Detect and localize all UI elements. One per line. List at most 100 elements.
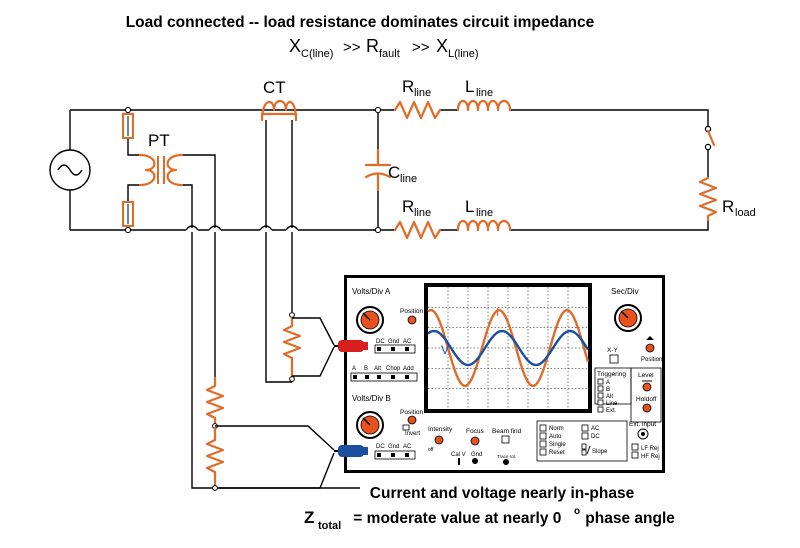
sec-div-knob[interactable] xyxy=(614,304,642,332)
pt-fuse-top xyxy=(122,113,134,139)
xy-button[interactable] xyxy=(609,354,619,364)
position-a-label: Position xyxy=(400,308,424,315)
gnd-terminal[interactable] xyxy=(472,458,478,464)
holdoff-knob[interactable] xyxy=(642,403,652,413)
r-load-label: R xyxy=(722,197,734,216)
relation-x1: X xyxy=(289,36,301,56)
impedance-relation: X C(line) >> R fault >> X L(line) xyxy=(289,36,479,60)
trace-v-label: V xyxy=(441,343,449,357)
focus-knob[interactable] xyxy=(470,436,480,446)
sweep-mode-buttons[interactable] xyxy=(539,424,547,456)
ct-shunt-resistor xyxy=(282,312,335,382)
trace-i-label: I xyxy=(496,305,499,319)
ac-source xyxy=(49,149,91,191)
invert-button[interactable] xyxy=(402,424,410,431)
focus-label: Focus xyxy=(466,428,484,435)
main-wiring xyxy=(69,109,709,489)
off-label: off xyxy=(428,447,434,453)
lf-rej-label: LF Rej xyxy=(641,446,659,452)
r-load xyxy=(698,176,718,222)
beam-find-button[interactable] xyxy=(501,435,510,444)
volts-div-a-label: Volts/Div A xyxy=(352,287,391,296)
vertical-mode-switch[interactable] xyxy=(350,372,418,382)
level-knob[interactable] xyxy=(642,380,652,392)
oscilloscope: I V Volts/Div A Position DC Gnd AC A B A… xyxy=(334,275,665,473)
xy-label: X-Y xyxy=(607,347,619,354)
relation-r: R xyxy=(366,36,379,56)
caption-z-sub: total xyxy=(318,520,341,532)
norm-label: Norm xyxy=(549,426,564,432)
auto-label: Auto xyxy=(549,434,562,440)
coupling-a-ac: AC xyxy=(403,339,412,345)
caption-text-a: = moderate value at nearly 0 xyxy=(349,510,561,527)
ext-input-jack[interactable] xyxy=(637,428,649,440)
trigger-coupling-buttons[interactable] xyxy=(581,424,589,440)
coupling-b-dc: DC xyxy=(376,444,385,450)
l-line-top xyxy=(456,99,512,112)
beam-find-label: Beam find xyxy=(492,428,522,435)
l-line-bottom xyxy=(456,219,512,232)
r-load-sub: load xyxy=(735,207,756,219)
ext-input-label: Ext. input xyxy=(629,421,656,428)
trig-ac-label: AC xyxy=(591,426,600,432)
coupling-b-ac: AC xyxy=(403,444,412,450)
reset-label: Reset xyxy=(549,450,565,456)
scope-graticule xyxy=(428,287,588,409)
sec-div-label: Sec/Div xyxy=(611,287,639,296)
r-line-bottom-label: R xyxy=(402,197,414,216)
single-label: Single xyxy=(549,442,566,448)
position-a-knob[interactable] xyxy=(407,315,417,325)
l-line-top-label: L xyxy=(465,77,474,96)
invert-label: Invert xyxy=(405,431,420,437)
current-transformer xyxy=(260,99,298,122)
mode-a: A xyxy=(352,366,356,372)
l-line-bottom-label: L xyxy=(465,197,474,216)
l-line-top-sub: line xyxy=(476,87,493,99)
trig-line: Line xyxy=(606,401,618,407)
gnd-label: Gnd xyxy=(471,452,482,458)
caption-text-b: phase angle xyxy=(581,510,675,527)
triggering-label: Triggering xyxy=(597,371,626,378)
c-line-label: C xyxy=(388,163,400,182)
mode-b: B xyxy=(364,366,368,372)
l-line-bottom-sub: line xyxy=(476,207,493,219)
cal-v-terminal[interactable] xyxy=(458,458,460,465)
potential-transformer xyxy=(138,153,184,187)
relation-gt2: >> xyxy=(412,39,430,56)
volts-div-a-knob[interactable] xyxy=(356,306,384,334)
position-b-label: Position xyxy=(400,409,424,416)
intensity-knob[interactable] xyxy=(434,435,444,445)
ct-label: CT xyxy=(263,78,286,97)
junctions xyxy=(124,106,382,234)
position-b-knob[interactable] xyxy=(407,415,417,425)
intensity-label: Intensity xyxy=(428,426,453,433)
volts-div-b-label: Volts/Div B xyxy=(352,394,391,403)
coupling-b-gnd: Gnd xyxy=(388,444,399,450)
relation-gt1: >> xyxy=(343,39,361,56)
r-line-top xyxy=(393,100,442,120)
mode-chop: Chop xyxy=(386,366,401,372)
r-line-bottom xyxy=(393,220,442,240)
caption-z: Z xyxy=(304,508,314,527)
trig-dc-label: DC xyxy=(591,434,600,440)
coupling-a-gnd: Gnd xyxy=(388,339,399,345)
load-switch xyxy=(704,125,716,151)
volts-div-b-knob[interactable] xyxy=(356,411,384,439)
r-line-bottom-sub: line xyxy=(414,207,431,219)
probe-a xyxy=(334,340,368,352)
trigger-source-buttons[interactable] xyxy=(597,378,604,413)
horizontal-position-knob[interactable] xyxy=(645,336,655,353)
pt-voltage-divider xyxy=(205,376,335,491)
probe-b xyxy=(334,445,368,457)
holdoff-label: Holdoff xyxy=(636,396,657,403)
pt-label: PT xyxy=(148,131,170,150)
lf-hf-reject-buttons[interactable] xyxy=(631,443,639,459)
relation-rfault-sub: fault xyxy=(379,48,400,60)
slope-switch[interactable] xyxy=(581,443,591,456)
trace-rot-adjust[interactable] xyxy=(503,459,509,465)
relation-xl-sub: L(line) xyxy=(448,48,479,60)
trace-rot-label: Trace rot. xyxy=(497,454,516,459)
relation-xc-sub: C(line) xyxy=(301,48,333,60)
coupling-a-dc: DC xyxy=(376,339,385,345)
